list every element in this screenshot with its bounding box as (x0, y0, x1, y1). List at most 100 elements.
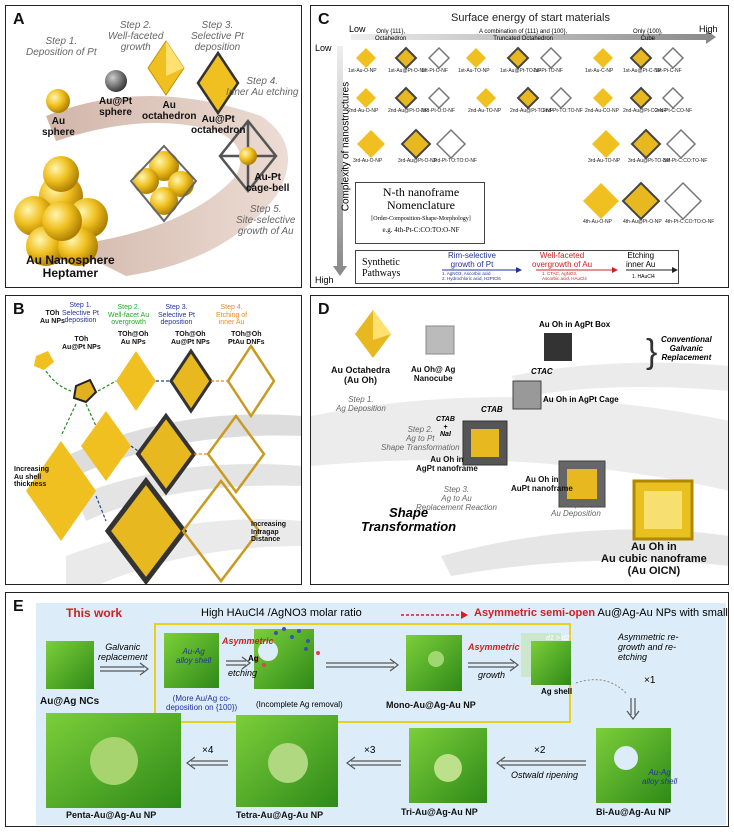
well-reagents: 1. CTAC, AgNO3, Ascorbic acid, HAuCl4 (542, 271, 587, 281)
e-x4: ×4 (202, 745, 214, 756)
c-particle-label: 1st-Au-TO-NP (458, 68, 490, 74)
c-particle-r3-1 (400, 128, 432, 160)
b-tohoh-au-label: TOh@Oh Au NPs (118, 331, 149, 346)
e-x2: ×2 (534, 745, 546, 756)
c-particle-label: 3rd-Au@Pt-O-NP (398, 158, 437, 164)
nom-eg: e.g. 4th-Pt-C:CO:TO:O-NF (382, 226, 460, 234)
d-ctac: CTAC (531, 367, 553, 376)
panel-e-label: E (13, 598, 24, 615)
e-d-label: d1 > d2 (546, 635, 570, 642)
auag-nc (46, 641, 94, 689)
c-y-axis-label: Complexity of nanostructures (340, 81, 352, 212)
c-particle-label: 1st-Pt-TO-NF (533, 68, 563, 74)
particle-grid (356, 46, 703, 221)
c-low-x: Low (349, 24, 366, 34)
panel-b-illustration (26, 343, 301, 584)
heptamer (14, 156, 108, 266)
ag-ions (274, 627, 310, 651)
nomenclature-box: N-th nanoframe Nomenclature [Order-Compo… (355, 182, 485, 244)
a-cage-bell-label: Au-Pt cage-bell (246, 172, 290, 194)
c-particle-r2-2 (427, 86, 451, 110)
c-particle-r2-0 (356, 88, 376, 108)
b-toh-au-label: TOh Au NPs (40, 310, 65, 325)
e-penta-label: Penta-Au@Ag-Au NP (66, 810, 157, 820)
panel-c: C Surface energy of start materials Low … (310, 5, 729, 288)
d-ctab: CTAB (481, 405, 503, 414)
a-step-1: Step 1. Deposition of Pt (26, 36, 97, 58)
c-particle-label: 2nd-Au-CO-NP (585, 108, 619, 114)
c-axis-title: Surface energy of start materials (451, 12, 610, 24)
e-growth: growth (478, 670, 506, 680)
c-particle-r2-4 (516, 86, 540, 110)
e-asym-title: Asymmetric semi-open Au@Ag-Au NPs with s… (474, 607, 728, 619)
e-ratio: High HAuCl4 /AgNO3 molar ratio (201, 607, 362, 619)
panel-e: E This work High HAuCl4 /AgNO3 molar rat… (5, 592, 729, 827)
d-agpt-nf-label: Au Oh in AgPt nanoframe (416, 455, 478, 473)
b-shell-thickness-label: Increasing Au shell thickness (14, 466, 50, 489)
d-step-1: Step 1. Ag Deposition (336, 395, 386, 413)
e-asym-rest: Au@Ag-Au NPs with small holes (597, 607, 728, 619)
c-particle-label: 2nd-Au@Pt-TO-NP (510, 108, 554, 114)
c-high-y: High (315, 275, 334, 285)
e-alloy: Au-Ag alloy shell (176, 647, 212, 665)
c-particle-label: 2nd-Au@Pt-O-NP (388, 108, 429, 114)
d-brace: } (646, 333, 658, 371)
e-asym-open: Asymmetric semi-open (474, 607, 596, 619)
a-heptamer-label: Au Nanosphere Heptamer (26, 253, 115, 281)
e-auag-label: Au@Ag NCs (40, 696, 100, 707)
d-box-label: Au Oh in AgPt Box (539, 320, 611, 329)
e-more: (More Au/Ag co- deposition on {100}) (166, 694, 238, 712)
c-particle-r3-5 (665, 128, 697, 160)
d-shape-label: Shape Transformation (361, 505, 457, 535)
d-aupt-nf-label: Au Oh in AuPt nanoframe (511, 475, 573, 493)
e-tetra-label: Tetra-Au@Ag-Au NP (236, 810, 324, 820)
c-particle-r1-3 (466, 48, 486, 68)
a-step-3: Step 3. Selective Pt deposition (191, 20, 244, 53)
e-this-work: This work (66, 606, 123, 620)
c-col-3: Only {100}, Cube (633, 29, 663, 42)
e-mono-label: Mono-Au@Ag-Au NP (386, 700, 476, 710)
c-col-2: A combination of {111} and {100}, Trunca… (479, 29, 568, 42)
panel-a-label: A (13, 11, 25, 28)
e-ag: Ag (248, 654, 259, 663)
c-particle-r2-5 (549, 86, 573, 110)
c-particle-r1-4 (506, 46, 530, 70)
a-step-5: Step 5. Site-selective growth of Au (236, 204, 296, 237)
synthetic-pathways-box: Synthetic Pathways Rim-selective growth … (355, 250, 679, 284)
e-tri-label: Tri-Au@Ag-Au NP (401, 807, 478, 817)
d-step-3: Step 3. Ag to Au Replacement Reaction (416, 485, 497, 512)
c-particle-label: 2nd-Pt-O:O-NF (421, 108, 455, 114)
d-au-oh-ag-label: Au Oh@ Ag Nanocube (411, 365, 456, 383)
c-particle-label: 3rd-Au-O-NP (353, 158, 383, 164)
e-incomplete: (Incomplete Ag removal) (256, 700, 343, 709)
panel-c-axes (333, 30, 716, 276)
c-particle-label: 3rd-Pt-TO:TO:O-NF (433, 158, 477, 164)
complexity-axis-arrow (333, 46, 347, 276)
d-conv-label: Conventional Galvanic Replacement (661, 335, 712, 362)
c-particle-r3-0 (357, 130, 385, 158)
intermediate-cluster (129, 144, 198, 223)
a-step-4: Step 4. Inner Au etching (226, 76, 299, 98)
panel-a-illustration (14, 40, 288, 276)
nom-title: N-th nanoframe Nomenclature (382, 185, 460, 213)
reaction-path-band (46, 96, 288, 276)
c-particle-label: 3rd-Pt-C:CO:TO-NF (663, 158, 708, 164)
c-particle-r1-1 (394, 46, 418, 70)
c-particle-r1-5 (539, 46, 563, 70)
rim-reagents: 1. AgNO3, Ascorbic acid 2. Hydrochloric … (442, 271, 501, 281)
a-aupt-sphere-label: Au@Pt sphere (99, 96, 133, 118)
c-particle-label: 2nd-Au-O-NP (348, 108, 379, 114)
e-bi-alloy: Au-Ag alloy shell (642, 768, 678, 786)
c-particle-r3-3 (592, 130, 620, 158)
toh-aupt-np (72, 378, 98, 404)
panel-b: B TOh Au NPs Step 1. Selective Pt deposi… (5, 295, 302, 585)
c-particle-label: 4th-Au-O-NP (583, 219, 612, 225)
d-step-4: Step 4. Au Deposition (551, 500, 601, 518)
c-particle-r4-2 (663, 181, 703, 221)
e-galvanic: Galvanic replacement (98, 642, 148, 662)
c-particle-r1-6 (593, 48, 613, 68)
c-particle-label: 1st-Au@Pt-O-NP (388, 68, 427, 74)
c-particle-r3-2 (435, 128, 467, 160)
e-etching: etching (228, 668, 258, 678)
b-step-2: Step 2. Well-facet Au overgrowth (108, 304, 150, 327)
